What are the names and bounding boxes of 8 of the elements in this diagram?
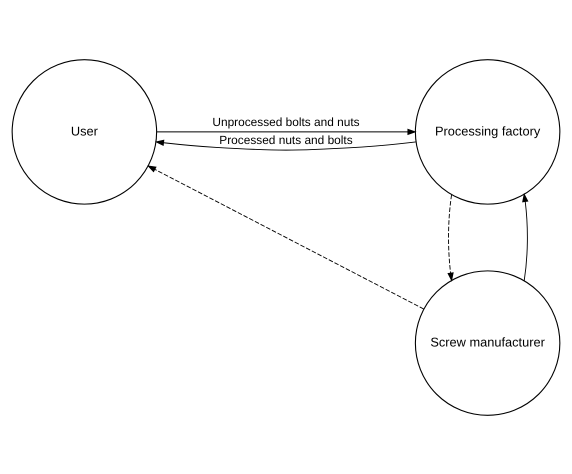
arrow	[156, 128, 417, 135]
edge-label: Processed nuts and bolts	[219, 132, 353, 147]
arrow	[447, 194, 454, 282]
edge-label: Unprocessed bolts and nuts	[212, 114, 360, 128]
arrow	[154, 139, 416, 150]
arrow	[147, 164, 424, 309]
arrow	[522, 192, 528, 281]
node-circle: Processing factory	[414, 58, 560, 204]
